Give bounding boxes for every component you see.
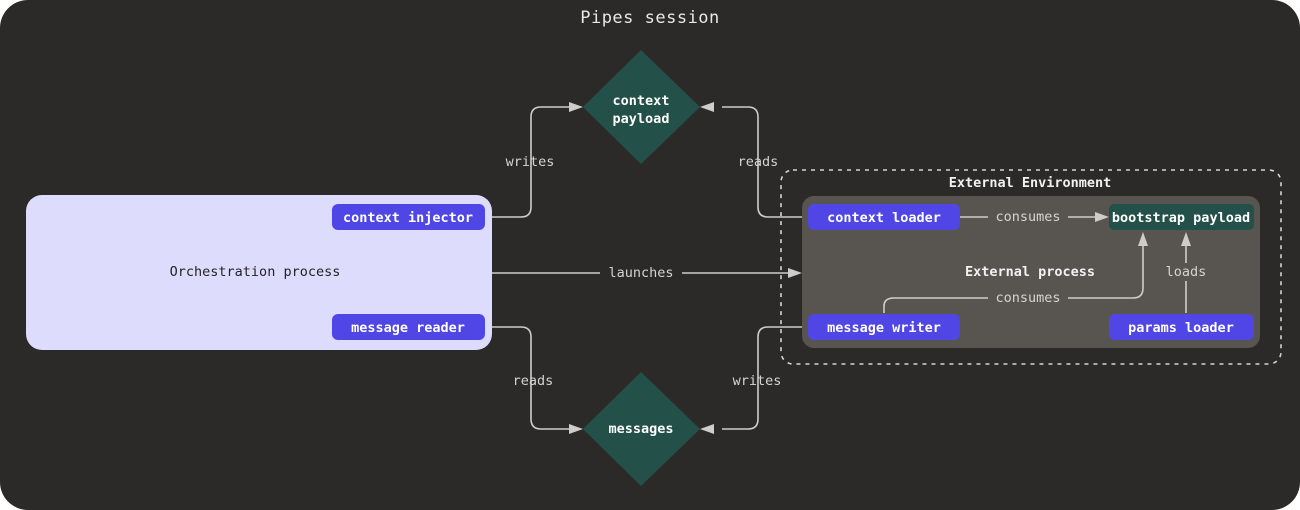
store-messages[interactable]: messages bbox=[583, 372, 700, 486]
store-context-payload[interactable]: context payload bbox=[583, 50, 700, 164]
node-params-loader[interactable]: params loader bbox=[1109, 314, 1254, 340]
edge-launches: launches bbox=[492, 264, 802, 282]
external-environment-boundary bbox=[780, 169, 1282, 365]
edge-reads-context-arrowhead bbox=[700, 102, 714, 112]
external-process-box bbox=[802, 196, 1260, 348]
edge-reads-context-label: reads bbox=[738, 154, 779, 170]
edge-reads-messages: reads bbox=[492, 326, 583, 434]
edge-writes-context-line bbox=[492, 106, 571, 218]
node-message-writer-label: message writer bbox=[827, 320, 941, 336]
edge-loads-params: loads bbox=[1155, 232, 1217, 313]
external-environment-title: External Environment bbox=[949, 175, 1112, 191]
edge-writes-messages: writes bbox=[700, 326, 802, 434]
edge-reads-context: reads bbox=[700, 102, 802, 218]
orchestration-process-label: Orchestration process bbox=[170, 264, 341, 280]
store-messages-shape bbox=[583, 372, 700, 486]
edge-consumes-message: consumes bbox=[883, 232, 1148, 313]
edge-consumes-context: consumes bbox=[960, 208, 1109, 226]
page-title: Pipes session bbox=[580, 8, 720, 28]
node-message-writer-shape bbox=[808, 314, 960, 340]
edge-reads-messages-label: reads bbox=[513, 373, 554, 389]
edge-consumes-message-label: consumes bbox=[995, 290, 1060, 306]
node-bootstrap-payload-label: bootstrap payload bbox=[1112, 210, 1250, 226]
node-message-writer[interactable]: message writer bbox=[808, 314, 960, 340]
node-bootstrap-payload[interactable]: bootstrap payload bbox=[1109, 204, 1254, 230]
edge-writes-messages-arrowhead bbox=[700, 424, 714, 434]
node-params-loader-label: params loader bbox=[1128, 320, 1234, 336]
store-context-payload-shape bbox=[583, 50, 700, 164]
store-context-payload-label-line1: context bbox=[613, 93, 670, 109]
node-context-loader-shape bbox=[808, 204, 960, 230]
edge-writes-context-label: writes bbox=[506, 154, 555, 170]
node-message-reader[interactable]: message reader bbox=[332, 314, 485, 340]
edge-launches-label-backdrop bbox=[600, 264, 682, 282]
edge-launches-arrowhead bbox=[788, 268, 802, 278]
edge-writes-messages-line bbox=[722, 326, 802, 430]
external-process-label: External process bbox=[965, 264, 1095, 280]
edge-loads-params-label-backdrop bbox=[1155, 263, 1217, 281]
node-message-reader-shape bbox=[332, 314, 485, 340]
node-context-injector-label: context injector bbox=[343, 210, 473, 226]
edge-consumes-context-arrowhead bbox=[1095, 212, 1109, 222]
edge-reads-context-line bbox=[722, 106, 802, 218]
node-context-loader-label: context loader bbox=[827, 210, 941, 226]
orchestration-process-panel bbox=[26, 195, 492, 350]
store-messages-label-line1: messages bbox=[608, 421, 673, 437]
node-context-injector-shape bbox=[332, 204, 485, 230]
edge-reads-messages-arrowhead bbox=[569, 424, 583, 434]
edge-consumes-message-arrowhead bbox=[1138, 232, 1148, 246]
node-params-loader-shape bbox=[1109, 314, 1254, 340]
edge-writes-messages-label: writes bbox=[733, 373, 782, 389]
node-context-loader[interactable]: context loader bbox=[808, 204, 960, 230]
store-context-payload-label-line2: payload bbox=[613, 111, 670, 127]
node-context-injector[interactable]: context injector bbox=[332, 204, 485, 230]
node-message-reader-label: message reader bbox=[351, 320, 465, 336]
node-bootstrap-payload-shape bbox=[1109, 204, 1254, 230]
edge-loads-params-label: loads bbox=[1166, 264, 1207, 280]
edge-writes-context-arrowhead bbox=[569, 102, 583, 112]
edge-consumes-context-label: consumes bbox=[995, 209, 1060, 225]
edge-reads-messages-line bbox=[492, 326, 571, 430]
edge-writes-context: writes bbox=[492, 102, 583, 218]
edge-launches-label: launches bbox=[608, 265, 673, 281]
edge-loads-params-arrowhead bbox=[1181, 232, 1191, 246]
edge-consumes-message-label-backdrop bbox=[988, 289, 1068, 307]
edge-consumes-context-label-backdrop bbox=[988, 208, 1068, 226]
